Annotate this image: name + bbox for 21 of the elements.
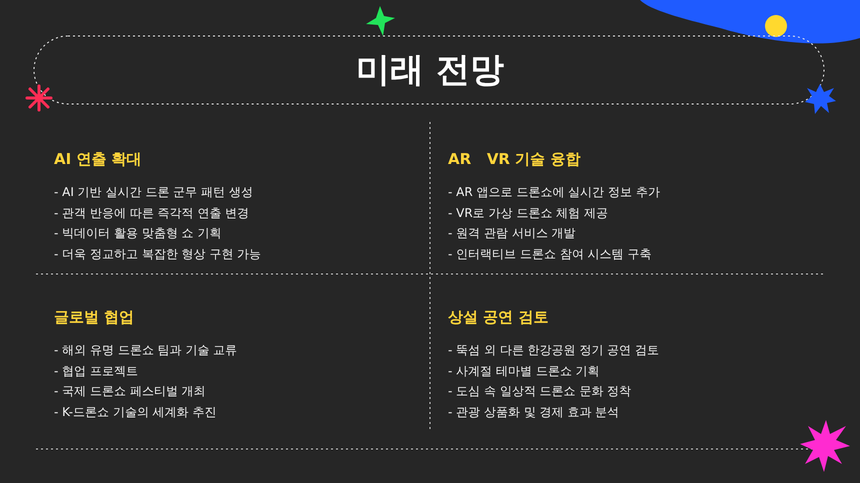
bullet-item: - 국제 드론쇼 페스티벌 개최 (54, 383, 206, 400)
bullet-item: - 해외 유명 드론쇼 팀과 기술 교류 (54, 342, 238, 359)
bullet-item: - 원격 관람 서비스 개발 (448, 225, 576, 242)
bullet-item: - 뚝섬 외 다른 한강공원 정기 공연 검토 (448, 342, 660, 359)
bullet-item: - 사계절 테마별 드론쇼 기획 (448, 362, 600, 380)
bullet-item: - 협업 프로젝트 (54, 362, 138, 380)
bullet-item: - 도심 속 일상적 드론쇼 문화 정착 (448, 383, 632, 400)
bullet-item: - 관객 반응에 따른 즉각적 연출 변경 (54, 204, 250, 222)
bullet-item: - 빅데이터 활용 맞춤형 쇼 기획 (54, 225, 222, 242)
bullet-item: - AR 앱으로 드론쇼에 실시간 정보 추가 (448, 184, 660, 201)
bullet-item: - VR로 가상 드론쇼 체험 제공 (448, 204, 608, 222)
bullet-item: - AI 기반 실시간 드론 군무 패턴 생성 (54, 184, 253, 201)
section-heading: AI 연출 확대 (54, 150, 142, 169)
bullet-item: - 관광 상품화 및 경제 효과 분석 (448, 404, 620, 420)
bullet-item: - 인터랙티브 드론쇼 참여 시스템 구축 (448, 246, 652, 262)
section-heading: AR VR 기술 융합 (448, 150, 580, 169)
section-heading: 글로벌 협업 (54, 308, 134, 327)
bullet-item: - K-드론쇼 기술의 세계화 추진 (54, 404, 217, 420)
bullet-item: - 더욱 정교하고 복잡한 형상 구현 가능 (54, 246, 262, 262)
section-heading: 상설 공연 검토 (448, 308, 548, 327)
title: 미래 전망 (355, 49, 505, 92)
